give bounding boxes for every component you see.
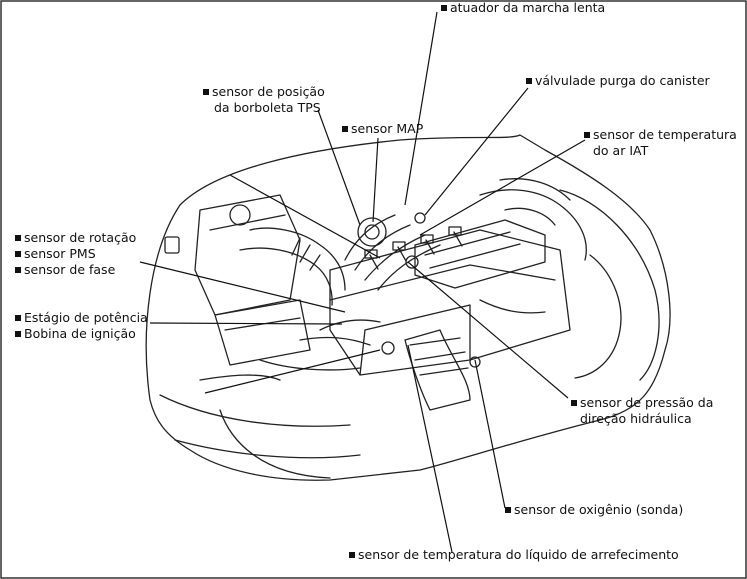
label-steering-pressure: sensor de pressão da direção hidráulica (571, 395, 713, 427)
bullet-icon (349, 552, 355, 558)
bullet-icon (15, 235, 21, 241)
bullet-icon (584, 132, 590, 138)
label-crank-sensors: sensor de rotação sensor PMS sensor de f… (15, 230, 136, 278)
bullet-icon (15, 251, 21, 257)
label-idle-actuator: atuador da marcha lenta (441, 0, 605, 16)
bullet-icon (15, 315, 21, 321)
label-oxygen-sensor: sensor de oxigênio (sonda) (505, 502, 683, 518)
label-canister-valve: válvulade purga do canister (526, 73, 710, 89)
label-tps-sensor: sensor de posição da borboleta TPS (203, 84, 325, 116)
bullet-icon (505, 507, 511, 513)
bullet-icon (342, 126, 348, 132)
label-coolant-sensor: sensor de temperatura do líquido de arre… (349, 547, 679, 563)
label-ignition: Estágio de potência Bobina de ignição (15, 310, 148, 342)
bullet-icon (441, 5, 447, 11)
bullet-icon (203, 89, 209, 95)
bullet-icon (526, 78, 532, 84)
bullet-icon (15, 267, 21, 273)
bullet-icon (15, 331, 21, 337)
label-iat-sensor: sensor de temperatura do ar IAT (584, 127, 737, 159)
bullet-icon (571, 400, 577, 406)
label-map-sensor: sensor MAP (342, 121, 423, 137)
